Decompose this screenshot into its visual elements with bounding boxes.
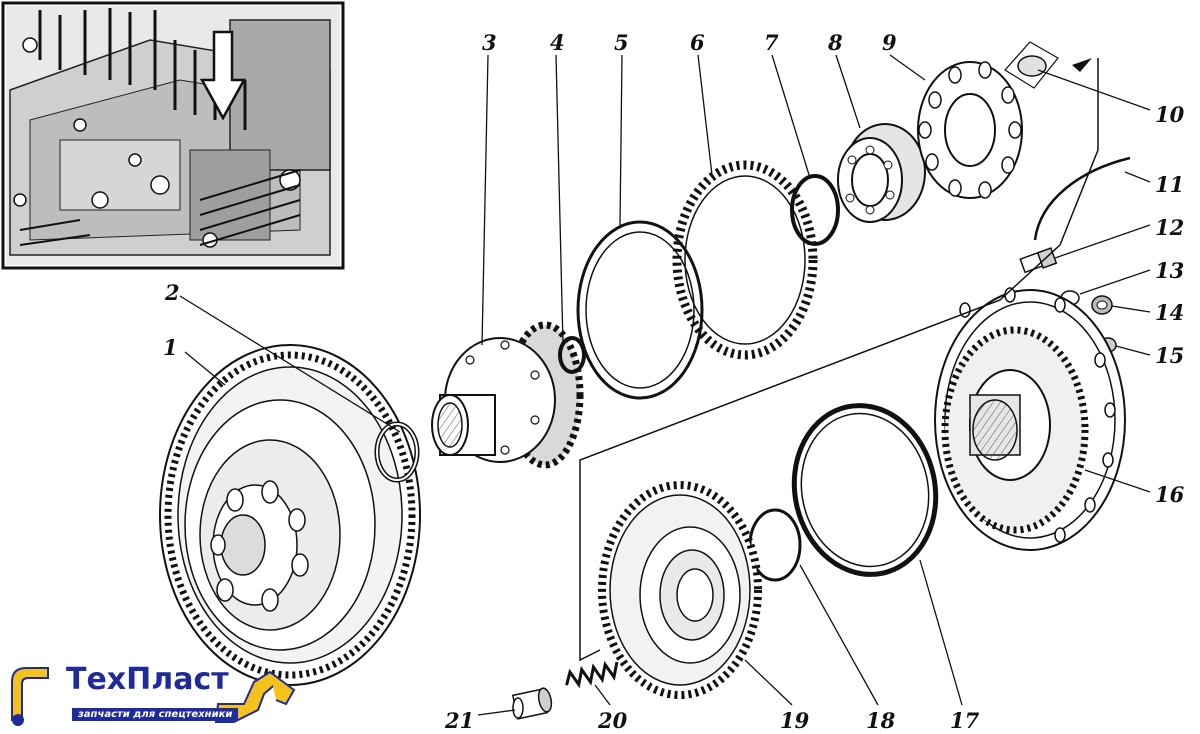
- part-5-friction-ring: [576, 220, 704, 400]
- callout-15: 15: [1155, 343, 1184, 368]
- part-10-roller: [1004, 41, 1059, 89]
- part-7-retaining-ring: [790, 174, 840, 246]
- callout-6: 6: [690, 30, 705, 55]
- callout-20: 20: [597, 708, 628, 733]
- brand-name: ТехПласт: [66, 662, 229, 697]
- brand-tagline: запчасти для спецтехники: [72, 708, 239, 721]
- callout-17: 17: [950, 708, 980, 733]
- part-14-plug: [1091, 295, 1113, 315]
- callout-8: 8: [827, 30, 843, 55]
- part-2-o-ring: [374, 421, 420, 483]
- part-19-gear-disc: [598, 481, 762, 699]
- callout-21: 21: [444, 708, 474, 733]
- callout-11: 11: [1155, 172, 1184, 197]
- part-18-o-ring: [748, 508, 802, 582]
- callout-7: 7: [764, 30, 779, 55]
- part-12-bolt: [1019, 247, 1058, 274]
- part-6-toothed-disc: [672, 160, 818, 360]
- callout-9: 9: [882, 30, 897, 55]
- callout-16: 16: [1155, 482, 1185, 507]
- assembly-axis-line: [579, 58, 1099, 662]
- leader-lines: [179, 54, 1151, 716]
- callout-14: 14: [1155, 300, 1184, 325]
- down-arrow-icon: [199, 30, 247, 121]
- callout-2: 2: [164, 280, 180, 305]
- part-3-splined-hub: [431, 321, 584, 469]
- callout-19: 19: [780, 708, 810, 733]
- callout-3: 3: [482, 30, 497, 55]
- part-21-sleeve: [511, 687, 553, 720]
- part-17-large-ring: [791, 403, 939, 577]
- callout-1: 1: [163, 335, 178, 360]
- callout-5: 5: [614, 30, 629, 55]
- callout-10: 10: [1155, 102, 1185, 127]
- callout-labels: 1 2 3 4 5 6 7 8 9 10 11 12 13 14 15 16 1…: [163, 30, 1185, 733]
- inset-engine-view: [1, 1, 345, 270]
- callout-4: 4: [550, 30, 565, 55]
- brand-logo: ТехПласт запчасти для спецтехники: [8, 660, 300, 730]
- part-11-lock-wire: [1033, 156, 1131, 241]
- callout-18: 18: [866, 708, 896, 733]
- callout-12: 12: [1155, 215, 1184, 240]
- part-4-snap-ring: [558, 336, 586, 374]
- part-8-ball-bearing: [837, 123, 926, 223]
- callout-13: 13: [1155, 258, 1184, 283]
- part-1-large-gear: [159, 344, 421, 686]
- part-16-housing: [934, 287, 1126, 551]
- part-20-spring: [565, 660, 619, 689]
- part-9-roller-cage: [917, 61, 1023, 199]
